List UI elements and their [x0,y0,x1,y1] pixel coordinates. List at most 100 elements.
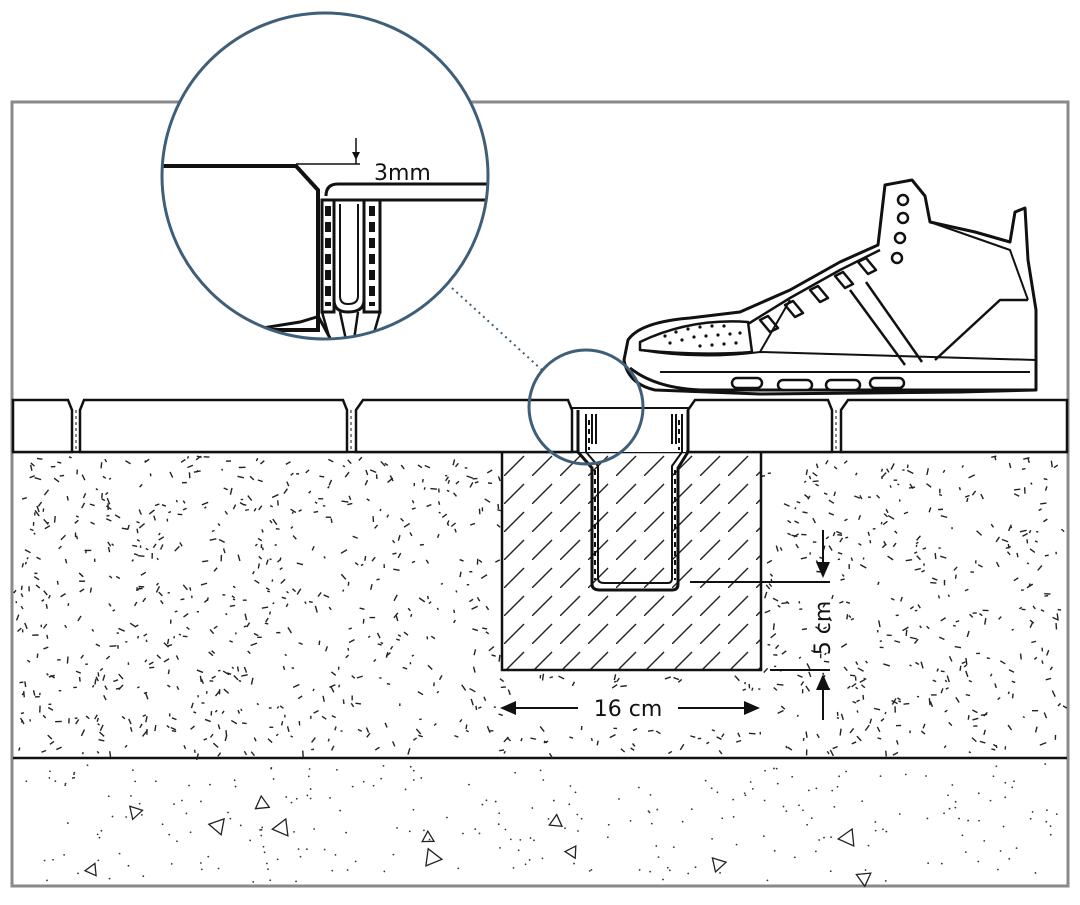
speckle [260,461,264,464]
speckle [447,490,449,491]
speckle [418,465,422,468]
speckle [929,507,931,512]
speckle [257,704,259,705]
speckle [927,468,928,475]
speckle [392,540,394,543]
speckle [1057,613,1058,619]
speckle [403,667,407,669]
grain [951,784,953,786]
speckle [833,747,838,749]
speckle [251,643,257,645]
speckle [378,644,382,645]
grain [993,775,995,777]
speckle [969,680,972,681]
speckle [268,739,272,743]
speckle [265,623,268,624]
speckle [102,493,103,498]
speckle [61,594,66,597]
grain [744,792,746,794]
speckle [112,544,114,546]
speckle [797,502,801,503]
speckle [499,714,503,715]
speckle [674,678,679,680]
grain [783,806,785,808]
grain [324,849,326,851]
speckle [470,482,473,487]
speckle [293,684,299,687]
speckle [540,726,544,731]
speckle [907,470,913,473]
speckle [454,493,457,497]
speckle [109,547,110,552]
speckle [183,508,187,510]
speckle [332,716,336,718]
speckle [213,743,218,747]
speckle [103,476,106,478]
speckle [146,716,147,722]
grain [46,879,48,881]
speckle [219,539,225,542]
grain [927,818,929,820]
grain [776,768,778,770]
speckle [132,560,134,562]
speckle [817,734,819,738]
grain [607,836,609,838]
grain [380,778,382,780]
grain [811,817,813,819]
speckle [202,561,208,562]
speckle [297,589,301,595]
speckle [932,578,937,580]
speckle [170,472,173,478]
speckle [898,701,900,702]
speckle [949,722,952,725]
grain [229,818,231,820]
grain [87,764,89,766]
speckle [393,741,395,746]
speckle [456,590,457,592]
speckle [891,463,894,469]
grain [530,837,532,839]
grain [235,786,237,788]
speckle [941,516,947,518]
speckle [766,585,770,589]
speckle [42,751,46,753]
grain [300,856,302,858]
speckle [266,618,268,622]
speckle [345,472,349,477]
speckle [109,603,111,606]
grain [73,773,75,775]
speckle [945,680,946,682]
speckle [1031,641,1036,642]
grain [791,776,793,778]
grain [261,827,263,829]
speckle [765,610,770,612]
speckle [266,560,268,565]
grain [48,777,50,779]
speckle [153,544,156,548]
speckle [335,726,336,730]
speckle [281,579,285,583]
grain [269,879,271,881]
speckle [314,512,318,513]
speckle [146,549,148,550]
grain [112,816,114,818]
grain [1003,826,1005,828]
speckle [98,724,100,725]
speckle [143,715,146,716]
grain [591,869,593,871]
speckle [656,731,660,734]
speckle [849,615,851,617]
speckle [486,632,489,634]
grain [209,784,211,786]
speckle [210,629,214,633]
speckle [813,481,819,482]
speckle [138,556,144,557]
speckle [130,623,135,626]
speckle [183,636,188,637]
grain [1032,811,1034,813]
speckle [826,460,828,464]
speckle [251,678,252,685]
speckle [46,604,47,609]
speckle [275,545,277,546]
speckle [134,554,138,555]
